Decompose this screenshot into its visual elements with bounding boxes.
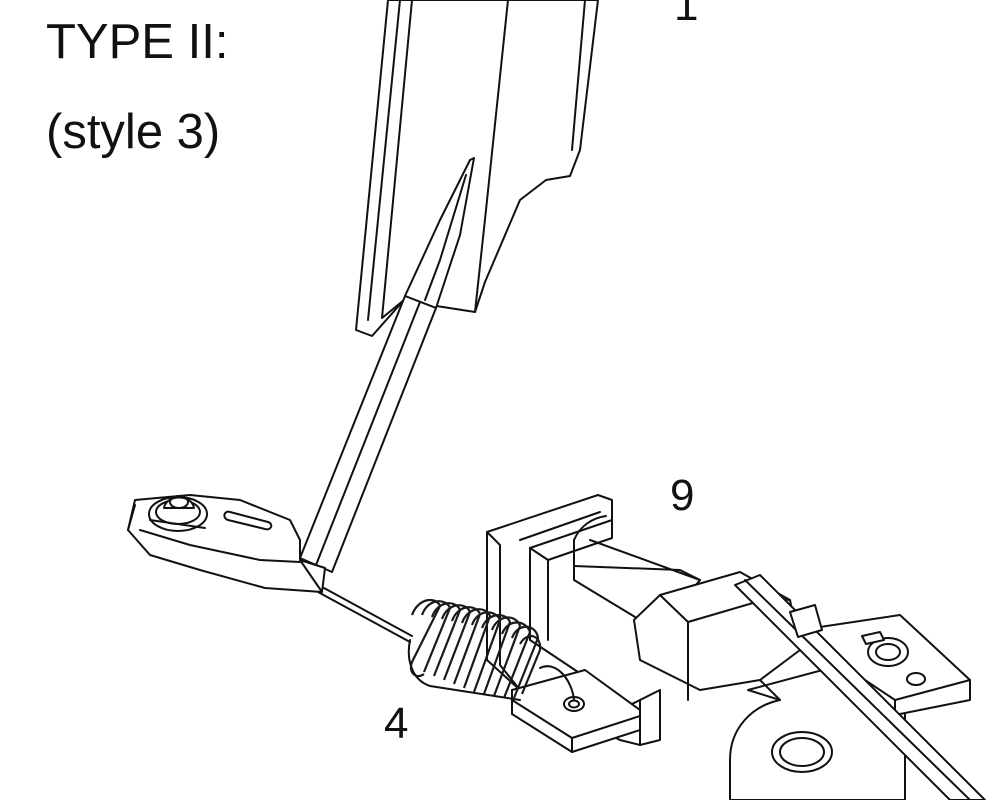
needle-shaft bbox=[299, 295, 437, 573]
screw-head bbox=[148, 495, 208, 532]
diagram-title-style: (style 3) bbox=[46, 105, 221, 159]
coil-spring-part-4 bbox=[407, 598, 575, 701]
mounting-plate bbox=[799, 614, 971, 716]
connecting-wire bbox=[317, 587, 413, 643]
callout-label-1: 1 bbox=[674, 0, 699, 30]
callout-label-4: 4 bbox=[384, 699, 409, 748]
needle-bar-part-1 bbox=[355, 0, 599, 337]
callout-label-9: 9 bbox=[670, 471, 695, 520]
diagram-title-type: TYPE II: bbox=[46, 15, 229, 69]
diagonal-rod bbox=[734, 574, 986, 800]
spring-tab bbox=[511, 669, 641, 753]
arm-slot bbox=[223, 510, 273, 531]
